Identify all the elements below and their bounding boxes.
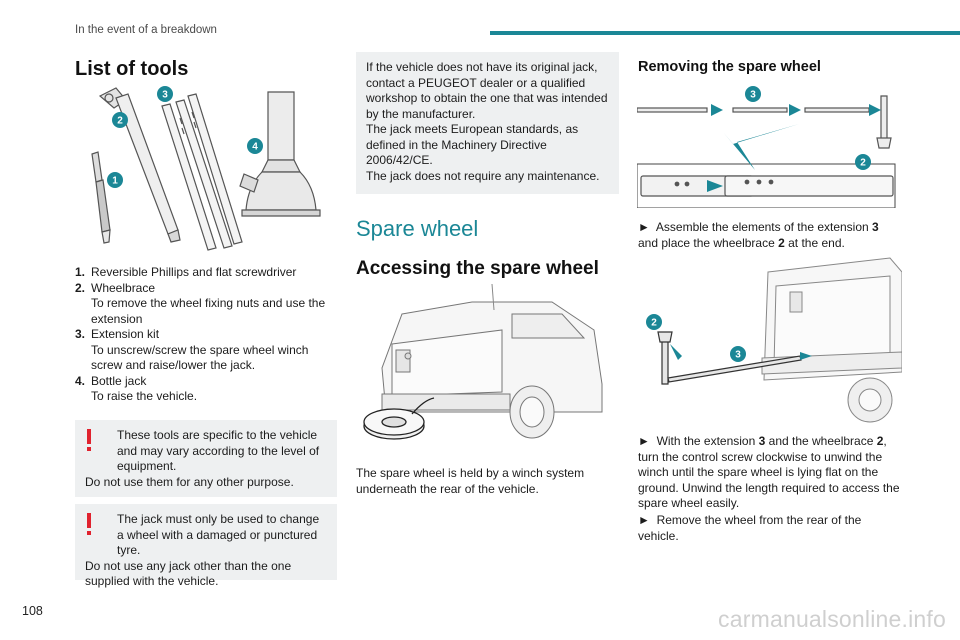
spare-wheel-heading: Spare wheel <box>356 216 479 241</box>
step-text: and place the wheelbrace <box>638 235 779 250</box>
tool-number: 2. <box>75 280 86 295</box>
step-arrow-icon: ► <box>638 434 650 448</box>
extension-assembly-illustration: 3 2 <box>637 86 896 208</box>
callout-3: 3 <box>735 350 741 361</box>
step-ref: 3 <box>872 220 879 234</box>
step-text: , turn the control screw clockwise to un… <box>638 434 900 510</box>
step-remove: ► Remove the wheel from the rear of the … <box>638 513 900 544</box>
warning-text-rest: Do not use them for any other purpose. <box>85 474 294 489</box>
step-text: at the end. <box>784 235 845 250</box>
tool-name: Wheelbrace <box>91 280 156 295</box>
callout-4: 4 <box>252 142 258 153</box>
warning-icon <box>87 513 91 535</box>
tool-list: 1. Reversible Phillips and flat screwdri… <box>75 265 337 405</box>
step-assemble: ► Assemble the elements of the extension… <box>638 220 900 251</box>
tool-description: To raise the vehicle. <box>91 389 198 403</box>
callout-2: 2 <box>651 318 657 329</box>
warning-box-jack: The jack must only be used to change a w… <box>75 504 337 588</box>
winch-operation-illustration: 2 3 <box>646 257 902 423</box>
tool-name: Extension kit <box>91 327 160 341</box>
tool-name: Bottle jack <box>91 373 147 388</box>
accessing-spare-wheel-heading: Accessing the spare wheel <box>356 258 599 279</box>
callout-2: 2 <box>860 158 866 169</box>
step-arrow-icon: ► <box>638 220 650 234</box>
tool-item-screwdriver: 1. Reversible Phillips and flat screwdri… <box>75 265 337 281</box>
warning-box-tools: These tools are specific to the vehicle … <box>75 420 337 497</box>
jack-note-line: If the vehicle does not have its origina… <box>366 60 608 121</box>
step-text: With the extension <box>656 434 759 448</box>
tool-description: To remove the wheel fixing nuts and use … <box>91 296 326 326</box>
tools-illustration: 1 2 3 4 <box>91 86 321 251</box>
warning-icon <box>87 429 91 451</box>
callout-2: 2 <box>117 116 123 127</box>
step-text: Remove the wheel from the rear of the ve… <box>638 513 862 543</box>
step-ref: 2 <box>778 235 785 250</box>
running-header: In the event of a breakdown <box>75 24 217 36</box>
jack-note-line: The jack does not require any maintenanc… <box>366 168 600 183</box>
watermark: carmanualsonline.info <box>718 606 946 632</box>
warning-text-rest: Do not use any jack other than the one s… <box>85 558 292 589</box>
list-of-tools-heading: List of tools <box>75 58 189 80</box>
removing-spare-wheel-heading: Removing the spare wheel <box>638 59 821 75</box>
accessing-description: The spare wheel is held by a winch syste… <box>356 466 585 496</box>
page-number: 108 <box>22 604 43 618</box>
warning-text-first: These tools are specific to the vehicle … <box>117 428 320 473</box>
callout-3: 3 <box>162 90 168 101</box>
tool-description: To unscrew/screw the spare wheel winch s… <box>91 342 309 373</box>
warning-text-first: The jack must only be used to change a w… <box>117 512 320 557</box>
tool-number: 1. <box>75 265 86 279</box>
jack-info-box: If the vehicle does not have its origina… <box>356 52 619 194</box>
step-unwind: ► With the extension 3 and the wheelbrac… <box>638 434 900 512</box>
step-ref: 2 <box>876 434 884 448</box>
tool-number: 4. <box>75 373 86 388</box>
header-accent-bar <box>490 31 960 35</box>
step-ref: 3 <box>758 434 766 448</box>
callout-1: 1 <box>112 176 118 187</box>
callout-3: 3 <box>750 90 756 101</box>
pickup-rear-illustration <box>363 284 603 440</box>
jack-note-line: The jack meets European standards, as de… <box>366 122 579 167</box>
step-text: and the wheelbrace <box>765 434 877 448</box>
step-text: Assemble the elements of the extension <box>655 220 873 234</box>
tool-number: 3. <box>75 327 86 341</box>
step-arrow-icon: ► <box>638 513 650 527</box>
tool-name: Reversible Phillips and flat screwdriver <box>91 265 297 279</box>
